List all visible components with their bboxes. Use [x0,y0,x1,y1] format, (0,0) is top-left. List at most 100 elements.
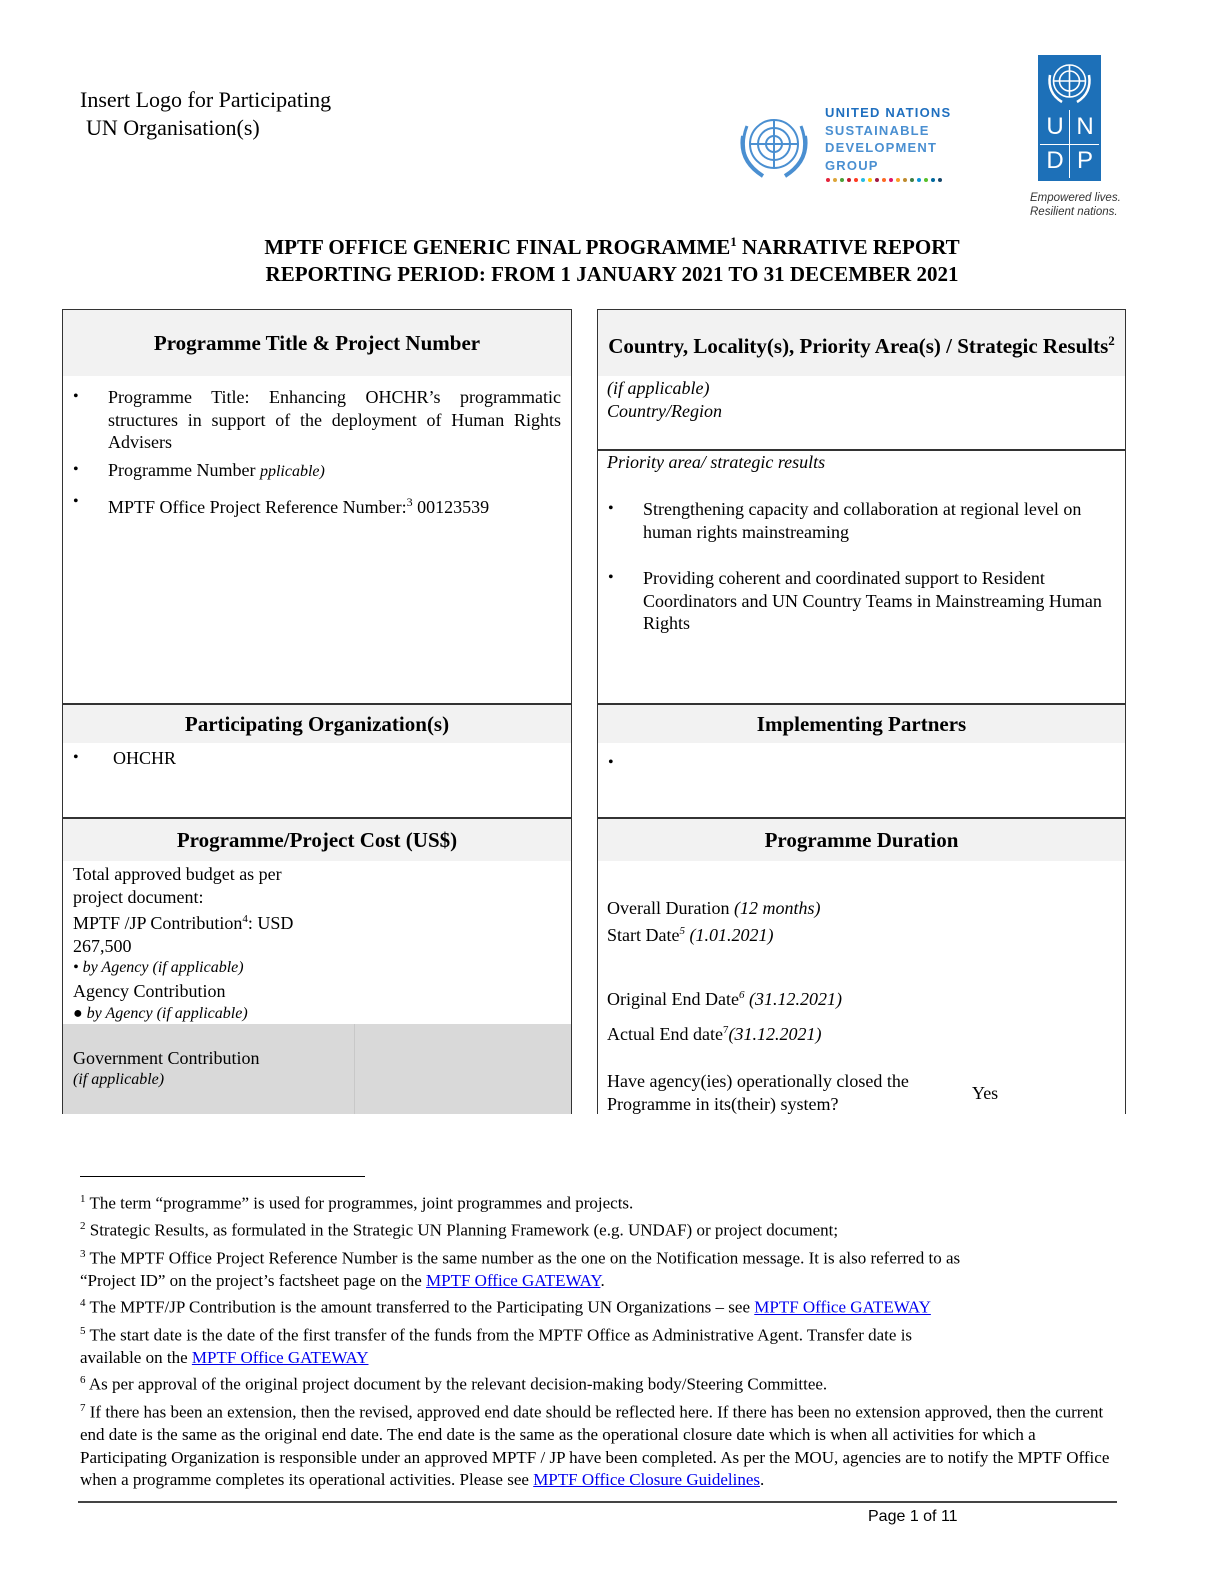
mptf-contribution-sup: 4 [242,913,248,926]
country-info: (if applicable) Country/Region [607,377,722,422]
gateway-link[interactable]: MPTF Office GATEWAY [191,1347,369,1367]
government-contribution-label: Government Contribution [73,1048,260,1068]
unsdg-line3: DEVELOPMENT [825,140,938,155]
undp-logo: U N D P [1038,55,1101,181]
footnote-1: 1 The term “programme” is used for progr… [80,1193,634,1213]
logo-placeholder-line1: Insert Logo for Participating [80,87,332,112]
footnote-separator [80,1176,365,1177]
footnotes: 1 The term “programme” is used for progr… [80,1188,1120,1492]
title-footnote-ref: 1 [730,234,737,249]
duration-header: Programme Duration [598,819,1125,861]
by-agency-2-text: by Agency (if applicable) [86,1004,248,1022]
unsdg-wordmark: UNITED NATIONS SUSTAINABLE DEVELOPMENT G… [825,104,951,174]
budget-line1: Total approved budget as per [73,864,282,884]
project-reference-item: MPTF Office Project Reference Number:3 0… [63,491,561,519]
logo-placeholder: Insert Logo for Participating UN Organis… [80,86,331,142]
original-end-date-sup: 6 [738,989,745,1001]
actual-end-date-value: (31.12.2021) [728,1024,822,1044]
project-reference-sup: 3 [406,495,413,509]
government-contribution-note: (if applicable) [73,1071,165,1088]
participating-orgs-header: Participating Organization(s) [63,705,571,743]
programme-title-item: Programme Title: Enhancing OHCHR’s progr… [63,386,561,454]
page-number: Page 1 of 11 [868,1508,958,1525]
programme-title-header: Programme Title & Project Number [63,310,571,376]
priority-results-list: Strengthening capacity and collaboration… [598,498,1110,635]
duration-header-text: Programme Duration [764,828,959,852]
footnote-2-text: Strategic Results, as formulated in the … [89,1220,839,1240]
un-emblem-icon [740,119,808,178]
page-footer-rule [78,1501,1117,1503]
original-end-date: Original End Date6 (31.12.2021) [607,989,842,1010]
programme-number-label: Programme Number [108,459,260,480]
gateway-link[interactable]: MPTF Office GATEWAY [426,1270,601,1290]
programme-number-note: pplicable) [259,462,325,480]
priority-result-item: Providing coherent and coordinated suppo… [598,567,1110,635]
undp-tagline: Empowered lives. Resilient nations. [1030,191,1121,219]
footnote-5: 5 The start date is the date of the firs… [80,1324,913,1367]
start-date-value: (1.01.2021) [684,924,774,945]
mptf-contribution-currency: : USD [247,913,294,934]
overall-duration-value: (12 months) [733,898,821,918]
agency-contribution: Agency Contribution [73,980,226,1001]
implementing-partners-header-text: Implementing Partners [756,712,967,736]
participating-orgs-list: OHCHR [63,747,571,770]
sdg-color-dots [826,178,942,182]
footnote-2: 2 Strategic Results, as formulated in th… [80,1220,839,1240]
operational-closure-question: Have agency(ies) operationally closed th… [607,1070,909,1115]
footnote-6: 6 As per approval of the original projec… [80,1374,828,1395]
footnote-4: 4 The MPTF/JP Contribution is the amount… [80,1297,931,1317]
cost-header: Programme/Project Cost (US$) [63,819,571,861]
right-table: Country, Locality(s), Priority Area(s) /… [597,309,1126,1114]
title-line2: REPORTING PERIOD: FROM 1 JANUARY 2021 TO… [265,262,959,286]
footnote-3-text-b: “Project ID” on the project’s factsheet … [80,1270,427,1290]
footnote-7-text: If there has been an extension, then the… [80,1402,1110,1490]
mptf-contribution-amount: 267,500 [73,935,132,956]
mptf-contribution-label: MPTF /JP Contribution [73,913,243,934]
undp-letter-d: D [1046,147,1064,174]
country-if-applicable: (if applicable) [607,378,710,398]
report-title: MPTF OFFICE GENERIC FINAL PROGRAMME1 NAR… [0,228,1224,288]
programme-number-item: Programme Number pplicable) [63,459,561,484]
un-emblem-icon [1048,64,1091,104]
by-agency-2: ● by Agency (if applicable) [73,1004,248,1022]
footnote-7: 7 If there has been an extension, then t… [80,1401,1110,1490]
project-reference-value: 00123539 [412,497,490,517]
implementing-partner-bullet: • [608,754,614,771]
title-line1-end: NARRATIVE REPORT [736,235,960,259]
undp-letter-u: U [1046,113,1064,140]
left-table: Programme Title & Project Number Program… [62,309,572,1114]
by-agency-1-text: by Agency (if applicable) [82,959,244,977]
project-reference-label: MPTF Office Project Reference Number: [108,497,407,517]
implementing-partners-header: Implementing Partners [598,705,1125,743]
footnote-3: 3 The MPTF Office Project Reference Numb… [80,1247,961,1290]
programme-title-header-text: Programme Title & Project Number [153,331,481,355]
closure-question-line2: Programme in its(their) system? [607,1093,839,1114]
overall-duration: Overall Duration (12 months) [607,897,820,920]
country-header-text: Country, Locality(s), Priority Area(s) /… [608,333,1109,358]
priority-result-item: Strengthening capacity and collaboration… [598,498,1110,543]
undp-letter-n: N [1076,113,1094,140]
footnote-6-text: As per approval of the original project … [88,1375,828,1395]
mptf-contribution: MPTF /JP Contribution4: USD [73,908,363,935]
footnote-4-text: The MPTF/JP Contribution is the amount t… [89,1298,755,1317]
country-header: Country, Locality(s), Priority Area(s) /… [598,310,1125,376]
by-agency-1: • by Agency (if applicable) [73,959,244,977]
footnote-1-text: The term “programme” is used for program… [89,1193,634,1213]
actual-end-date: Actual End date7(31.12.2021) [607,1024,821,1045]
original-end-date-value: (31.12.2021) [744,989,842,1009]
participating-orgs-header-text: Participating Organization(s) [184,712,450,736]
unsdg-logo: UNITED NATIONS SUSTAINABLE DEVELOPMENT G… [733,104,973,186]
logo-placeholder-line2: UN Organisation(s) [86,115,260,140]
closure-question-line1: Have agency(ies) operationally closed th… [607,1071,909,1091]
undp-tagline-1: Empowered lives. [1030,192,1121,204]
government-contribution-row: Government Contribution (if applicable) [63,1024,571,1114]
operational-closure-answer: Yes [972,1083,999,1103]
closure-guidelines-link[interactable]: MPTF Office Closure Guidelines [533,1470,760,1490]
unsdg-line4: GROUP [825,157,879,173]
gateway-link[interactable]: MPTF Office GATEWAY [754,1298,931,1317]
footnote-5-text-a: The start date is the date of the first … [89,1325,913,1345]
undp-tagline-2: Resilient nations. [1030,206,1118,218]
title-line1-text: MPTF OFFICE GENERIC FINAL PROGRAMME [264,235,731,259]
footnote-5-text-b: available on the [80,1347,192,1367]
start-date: Start Date5 (1.01.2021) [607,920,820,947]
